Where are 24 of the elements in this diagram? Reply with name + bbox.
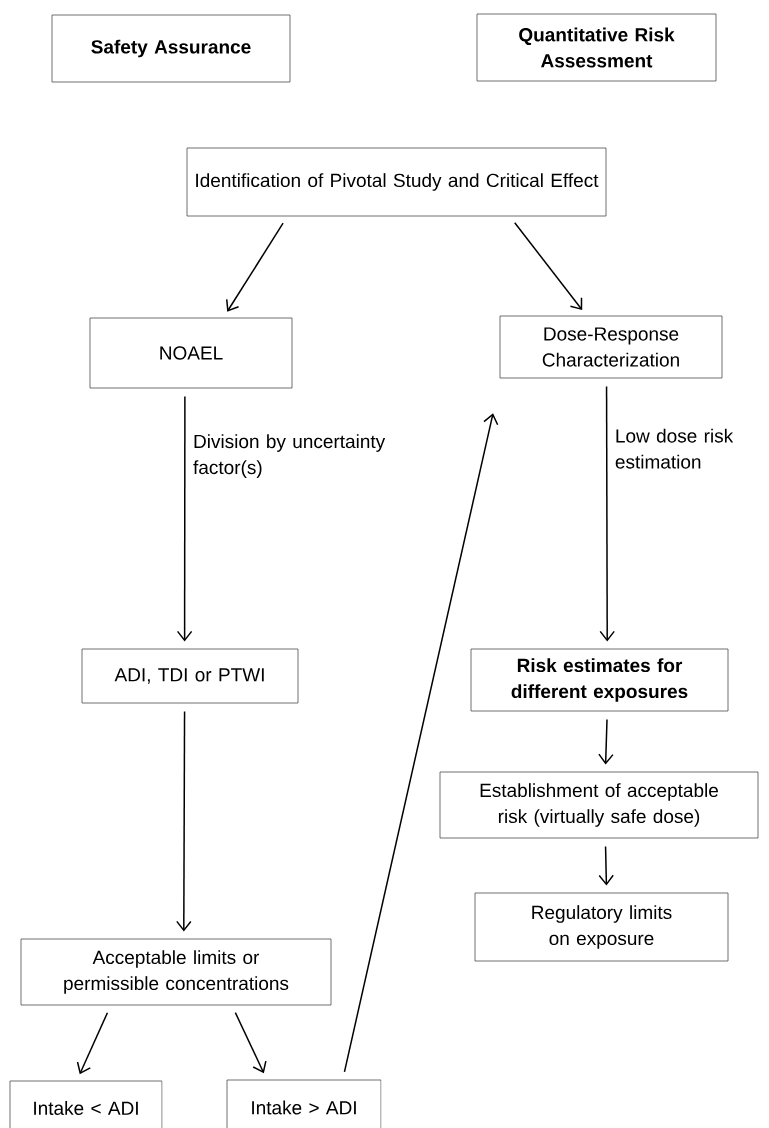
arrow xyxy=(176,395,193,642)
arrow xyxy=(514,222,583,311)
arrow xyxy=(598,845,614,886)
process-box: Acceptable limits or permissible concentrations xyxy=(20,938,332,1006)
process-box: Intake < ADI xyxy=(9,1080,163,1128)
process-box: ADI, TDI or PTWI xyxy=(81,648,299,704)
arrow xyxy=(76,1011,109,1075)
arrow xyxy=(599,385,615,642)
process-box: Identification of Pivotal Study and Critical Effect xyxy=(186,147,607,217)
arrow xyxy=(234,1011,267,1074)
process-box: Establishment of acceptable risk (virtually safe dose) xyxy=(439,771,759,839)
process-box: Risk estimates for different exposures xyxy=(470,648,729,712)
arrow xyxy=(226,222,284,312)
edge-label: Division by uncertainty factor(s) xyxy=(193,434,386,478)
process-box: Safety Assurance xyxy=(51,14,291,83)
process-box: NOAEL xyxy=(89,317,293,389)
arrow xyxy=(343,413,499,1073)
process-box: Quantitative Risk Assessment xyxy=(476,13,717,82)
edge-label: Low dose risk estimation xyxy=(615,428,734,469)
process-box: Intake > ADI xyxy=(226,1079,382,1128)
process-box: Dose-Response Characterization xyxy=(499,315,723,379)
arrow xyxy=(598,718,614,765)
process-box: Regulatory limits on exposure xyxy=(474,892,729,962)
arrow xyxy=(176,710,192,932)
